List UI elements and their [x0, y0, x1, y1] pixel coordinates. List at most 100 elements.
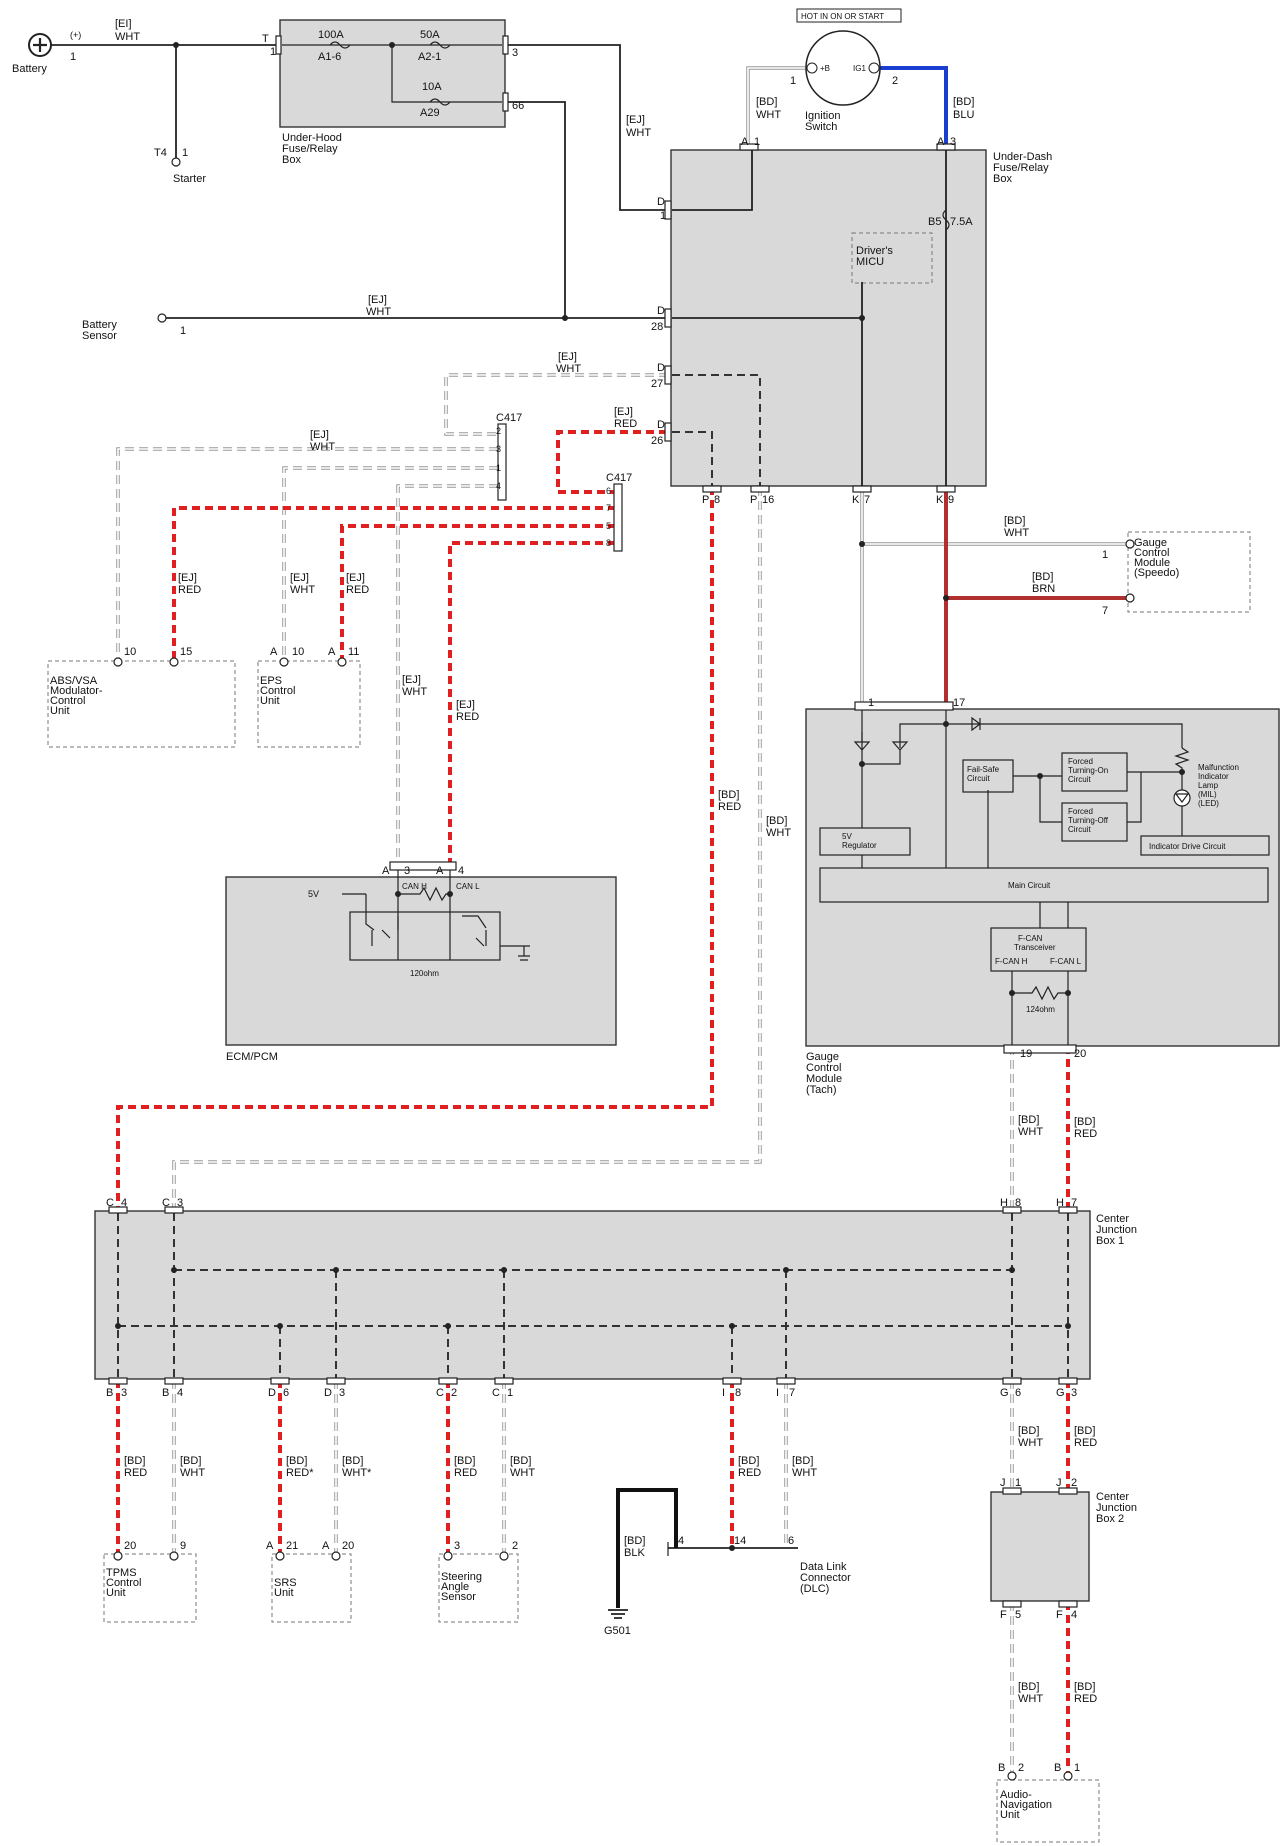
wire-bd-1: [BD] — [756, 96, 777, 108]
wire-ej-3: [EJ] — [558, 351, 577, 363]
wire-red-1: RED — [614, 418, 637, 430]
connector-stubs — [108, 35, 1078, 1608]
cjb1-bot-6a: C — [492, 1387, 500, 1399]
ud-pin-k9n: 9 — [948, 494, 954, 506]
ud-label-2: Fuse/Relay — [993, 162, 1049, 174]
steering-label-2: Angle — [441, 1581, 469, 1593]
c417-lo-1: 6 — [606, 486, 611, 496]
wire-wht-2: WHT — [756, 109, 781, 121]
main-circuit-block — [819, 867, 1269, 903]
cjb2-top-1a: J — [1000, 1477, 1006, 1489]
wire-bd-21: [BD] — [1074, 1681, 1095, 1693]
wire-red-7: RED — [124, 1467, 147, 1479]
wire-red-8: RED — [454, 1467, 477, 1479]
cjb2-bot-1b: 5 — [1015, 1609, 1021, 1621]
speedo-label-3: Module — [1134, 557, 1170, 569]
wire-ej-9: [EJ] — [402, 674, 421, 686]
uh-box-label-1: Under-Hood — [282, 132, 342, 144]
ud-pin-p16n: 16 — [762, 494, 774, 506]
forced-off-2: Turning-Off — [1068, 816, 1109, 825]
ecm-label: ECM/PCM — [226, 1051, 278, 1063]
starter-label: Starter — [173, 173, 206, 185]
audio-nav-unit-box — [996, 1779, 1100, 1843]
cjb2-top-2a: J — [1056, 1477, 1062, 1489]
cjb2-top-1b: 1 — [1015, 1477, 1021, 1489]
forced-on-3: Circuit — [1068, 775, 1091, 784]
battery-pin: 1 — [70, 51, 76, 63]
mil-4: (MIL) — [1198, 790, 1217, 799]
cjb1-bot-5a: C — [436, 1387, 444, 1399]
cjb1-bot-8a: I — [776, 1387, 779, 1399]
c417-label-1: C417 — [496, 412, 522, 424]
tpms-pin-2: 9 — [180, 1540, 186, 1552]
cjb1-bot-4a: D — [324, 1387, 332, 1399]
ud-fuse-id: B5 — [928, 216, 941, 228]
ud-pin-k7: K — [852, 494, 860, 506]
ud-pin-p8n: 8 — [714, 494, 720, 506]
ud-pin-d28n: 28 — [651, 321, 663, 333]
srs-pin-2: 21 — [286, 1540, 298, 1552]
dlc-pin-2: 14 — [734, 1535, 746, 1547]
wire-bd-11: [BD] — [286, 1455, 307, 1467]
battery-icon — [28, 33, 52, 57]
c417-up-4: 4 — [496, 481, 501, 491]
dlc-label-2: Connector — [800, 1572, 851, 1584]
micu-1: Driver's — [856, 245, 893, 257]
c417-up-2: 3 — [496, 444, 501, 454]
ud-pin-a1: A — [741, 136, 749, 148]
c417-label-2: C417 — [606, 472, 632, 484]
starter-connector: T4 — [154, 147, 167, 159]
cjb1-top-4b: 7 — [1071, 1197, 1077, 1209]
srs-pin-1: A — [266, 1540, 274, 1552]
wire-bd-12: [BD] — [342, 1455, 363, 1467]
wire-red-4: RED — [456, 711, 479, 723]
wire-blu: BLU — [953, 109, 974, 121]
ignition-note-box — [796, 8, 902, 23]
cjb2-top-2b: 2 — [1071, 1477, 1077, 1489]
steering-label-1: Steering — [441, 1571, 482, 1583]
cjb1-bot-5b: 2 — [451, 1387, 457, 1399]
eps-label-3: Unit — [260, 695, 280, 707]
wire-ej-1: [EJ] — [626, 114, 645, 126]
speedo-label-2: Control — [1134, 547, 1169, 559]
battery-polarity: (+) — [70, 30, 81, 40]
cjb2-box — [990, 1491, 1090, 1602]
cjb2-bot-1a: F — [1000, 1609, 1007, 1621]
audio-label-1: Audio- — [1000, 1789, 1032, 1801]
ud-pin-k9: K — [936, 494, 944, 506]
srs-label-1: SRS — [274, 1577, 297, 1589]
cjb2-label-3: Box 2 — [1096, 1513, 1124, 1525]
wire-bd-6: [BD] — [766, 815, 787, 827]
cjb1-label-2: Junction — [1096, 1224, 1137, 1236]
ecm-pin-2: 3 — [404, 865, 410, 877]
wire-wht-star: WHT* — [342, 1467, 372, 1479]
wire-bd-15: [BD] — [738, 1455, 759, 1467]
wire-wht-13: WHT — [792, 1467, 817, 1479]
uh-pin-out2: 66 — [512, 100, 524, 112]
ign-terminal-b: +B — [820, 64, 830, 73]
wire-wht-15: WHT — [1018, 1693, 1043, 1705]
eps-pin-4: 11 — [348, 646, 359, 658]
ground-label: G501 — [604, 1625, 631, 1637]
regulator-2: Regulator — [842, 841, 877, 850]
audio-pin-4: 1 — [1074, 1762, 1080, 1774]
ud-pin-d26: D — [657, 419, 665, 431]
regulator-block — [819, 827, 911, 856]
tach-label-4: (Tach) — [806, 1084, 837, 1096]
cjb2-bot-2b: 4 — [1071, 1609, 1077, 1621]
main-circuit: Main Circuit — [1008, 881, 1051, 890]
audio-pin-3: B — [1054, 1762, 1061, 1774]
cjb1-label-1: Center — [1096, 1213, 1129, 1225]
ud-label-3: Box — [993, 173, 1012, 185]
forced-on-1: Forced — [1068, 757, 1093, 766]
cjb1-bot-10a: G — [1056, 1387, 1065, 1399]
tach-label-1: Gauge — [806, 1051, 839, 1063]
ud-pin-d28: D — [657, 305, 665, 317]
dlc-pin-3: 6 — [788, 1535, 794, 1547]
wire-red-11: RED — [1074, 1693, 1097, 1705]
wire-ej-10: [EJ] — [456, 699, 475, 711]
ud-pin-a1n: 1 — [754, 136, 760, 148]
srs-pin-4: 20 — [342, 1540, 354, 1552]
wire-ej-7: [EJ] — [290, 572, 309, 584]
cjb1-bot-3b: 6 — [283, 1387, 289, 1399]
